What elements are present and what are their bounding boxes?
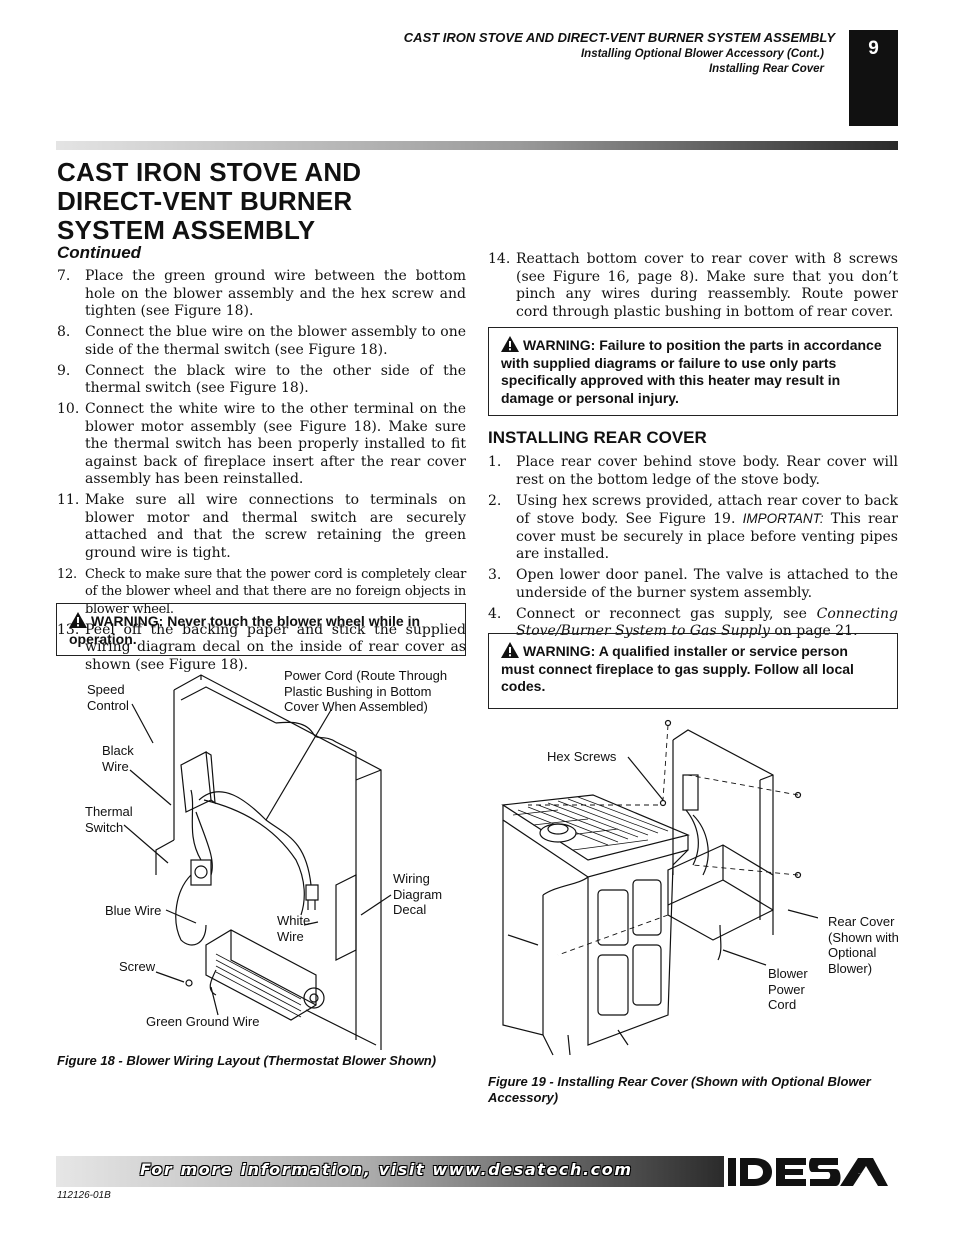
left-step-list: 7.Place the green ground wire between th… — [57, 268, 466, 678]
running-header-subtitle: Installing Rear Cover — [708, 63, 824, 75]
fig19-label-hex-screws: Hex Screws — [547, 749, 617, 764]
list-item: 4.Connect or reconnect gas supply, see C… — [488, 605, 898, 640]
fig18-label-screw: Screw — [119, 959, 156, 974]
installing-rear-cover-heading: INSTALLING REAR COVER — [488, 428, 707, 447]
warning-box-parts: WARNING: Failure to position the parts i… — [488, 327, 898, 416]
right-step-list: 14.Reattach bottom cover to rear cover w… — [488, 251, 898, 325]
warning-icon — [501, 336, 519, 352]
list-item: 11.Make sure all wire connections to ter… — [57, 492, 466, 561]
section-continued: Continued — [57, 243, 142, 262]
warning-icon — [69, 612, 87, 628]
warning-box-installer: WARNING: A qualified installer or servic… — [488, 633, 898, 709]
rear-cover-step-list: 1.Place rear cover behind stove body. Re… — [488, 454, 898, 644]
list-item: 1.Place rear cover behind stove body. Re… — [488, 454, 898, 488]
section-title: CAST IRON STOVE AND DIRECT-VENT BURNER S… — [57, 157, 362, 245]
warning-icon — [501, 642, 519, 658]
figure-19-illustration — [501, 719, 818, 1056]
figure-18-caption: Figure 18 - Blower Wiring Layout (Thermo… — [57, 1053, 437, 1068]
figure-19-caption: Figure 19 - Installing Rear Cover (Shown… — [488, 1074, 871, 1105]
footer-bar — [56, 1156, 724, 1187]
fig18-label-blue-wire: Blue Wire — [105, 903, 162, 918]
list-item: 3.Open lower door panel. The valve is at… — [488, 567, 898, 601]
list-item: 12.Check to make sure that the power cor… — [57, 566, 466, 617]
running-header-subtitle: Installing Optional Blower Accessory (Co… — [580, 48, 824, 60]
list-item: 8.Connect the blue wire on the blower as… — [57, 324, 466, 358]
svg-text:DESA: DESA — [858, 1172, 861, 1175]
list-item: 13.Peel off the backing paper and stick … — [57, 621, 466, 673]
list-item: 10.Connect the white wire to the other t… — [57, 401, 466, 487]
page-number: 9 — [849, 30, 898, 126]
running-header-title: CAST IRON STOVE AND DIRECT-VENT BURNER S… — [403, 30, 835, 45]
list-item: 2.Using hex screws provided, attach rear… — [488, 492, 898, 563]
figure-18-illustration — [123, 674, 392, 1050]
header-divider — [56, 141, 898, 150]
list-item: 9.Connect the black wire to the other si… — [57, 362, 466, 397]
desa-logo: DESA — [728, 1158, 888, 1186]
footer-website-text: For more information, visit www.desatech… — [140, 1160, 633, 1179]
warning-box-blower: WARNING: Never touch the blower wheel wh… — [56, 603, 466, 656]
list-item: 14.Reattach bottom cover to rear cover w… — [488, 251, 898, 320]
fig18-label-green-ground-wire: Green Ground Wire — [146, 1014, 260, 1029]
list-item: 7.Place the green ground wire between th… — [57, 268, 466, 319]
part-number: 112126-01B — [57, 1190, 111, 1201]
